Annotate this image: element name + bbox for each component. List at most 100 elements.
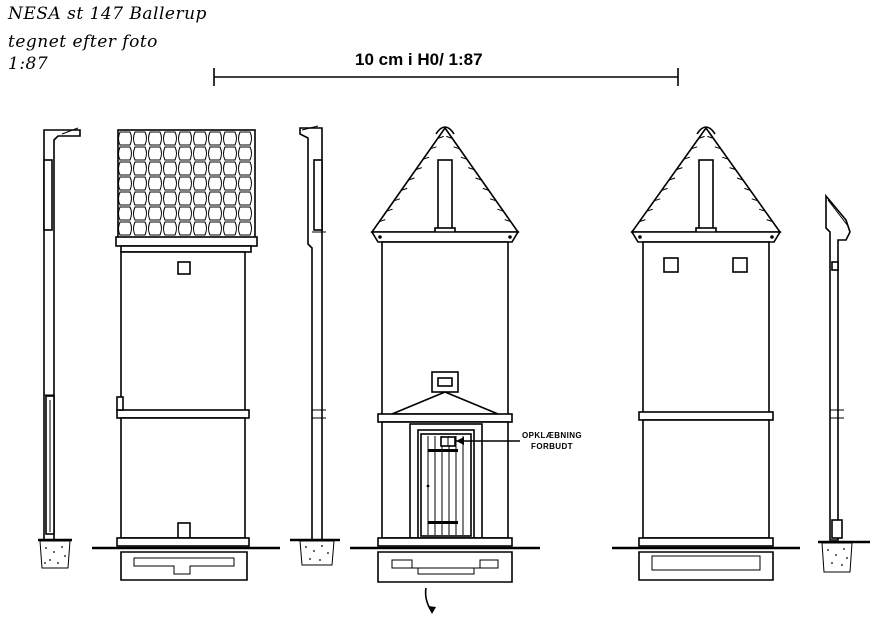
roof-tile [193,206,207,221]
shingle-mark [489,198,497,202]
shingle-mark [714,146,721,150]
roof-tile [163,191,177,206]
roof-tile [148,206,162,221]
shingle-mark [430,146,437,150]
roof-tile [238,206,252,221]
shingle-mark [646,208,653,212]
roof-tile [178,206,192,221]
roof-tile [223,176,237,191]
shingle-mark [468,167,475,171]
roof-tile [178,176,192,191]
roof-tile [133,146,147,161]
rear-elevation [612,126,800,581]
shingle-mark [729,167,736,171]
roof-tile [178,131,192,146]
roof-tile [118,161,132,176]
roof-tile [208,221,222,236]
shingle-mark [453,146,460,150]
roof-tile [223,221,237,236]
roof-tile [223,191,237,206]
roof-tile [193,146,207,161]
shingle-mark [408,177,415,181]
shingle-mark [683,156,690,160]
shingle-mark [460,156,468,160]
roof-tile [118,206,132,221]
roof-tile [163,161,177,176]
roof-tile [148,176,162,191]
roof-tile [163,146,177,161]
section-view-left [38,127,81,569]
shingle-mark [691,146,698,150]
shingle-mark [751,198,758,202]
door-note-line1: OPKLÆBNING [522,431,582,440]
roof-tile [193,131,207,146]
roof-tile [148,221,162,236]
roof-tile [238,221,252,236]
roof-tile [193,176,207,191]
shingle-mark [707,135,714,139]
shingle-mark [446,135,453,139]
roof-tile [178,221,192,236]
shingle-mark [401,187,408,191]
shingle-mark [497,208,504,212]
shingle-mark [668,177,676,181]
roof-tile [208,146,222,161]
roof-tile [208,161,222,176]
roof-tile [208,191,222,206]
shingle-mark [386,208,393,212]
roof-tile [118,191,132,206]
shingle-mark [744,187,751,191]
roof-tile [178,161,192,176]
roof-tile [193,191,207,206]
title-line-source: tegnet efter foto [8,32,158,52]
title-line-station: NESA st 147 Ballerup [8,4,207,24]
shingle-mark [736,177,744,181]
shingle-mark [676,167,683,171]
tiled-roof-elevation [92,129,280,581]
roof-tile [238,131,252,146]
shingle-mark [722,156,729,160]
scale-bar-label: 10 cm i H0/ 1:87 [355,50,483,69]
roof-tile [208,176,222,191]
roof-tile [133,206,147,221]
roof-tile [163,206,177,221]
title-line-scale: 1:87 [8,54,49,74]
shingle-mark [482,187,489,191]
roof-tile [118,221,132,236]
roof-tile [163,131,177,146]
shingle-mark [759,208,766,212]
roof-tile [163,176,177,191]
roof-tile [223,146,237,161]
roof-tile [238,176,252,191]
roof-tile [133,161,147,176]
roof-tile [208,131,222,146]
roof-tile [178,191,192,206]
shingle-mark [393,198,401,202]
shingle-mark [415,167,422,171]
roof-tile [193,161,207,176]
section-view-middle [290,125,340,566]
roof-tile [238,191,252,206]
roof-tile [148,146,162,161]
section-view-right [818,193,870,573]
roof-tile [148,131,162,146]
shingle-mark [379,219,386,223]
roof-tile [223,161,237,176]
shingle-mark [766,219,773,223]
shingle-mark [475,177,482,181]
roof-tile [178,146,192,161]
shingle-mark [661,187,668,191]
roof-tile [223,131,237,146]
roof-tile [238,146,252,161]
shingle-mark [422,156,430,160]
shingle-mark [504,219,511,223]
roof-tile [133,176,147,191]
shingle-mark [698,135,705,139]
roof-tile [133,221,147,236]
front-elevation-with-door [350,126,540,614]
roof-tile [148,161,162,176]
scale-bar [213,68,679,86]
roof-tile [193,221,207,236]
